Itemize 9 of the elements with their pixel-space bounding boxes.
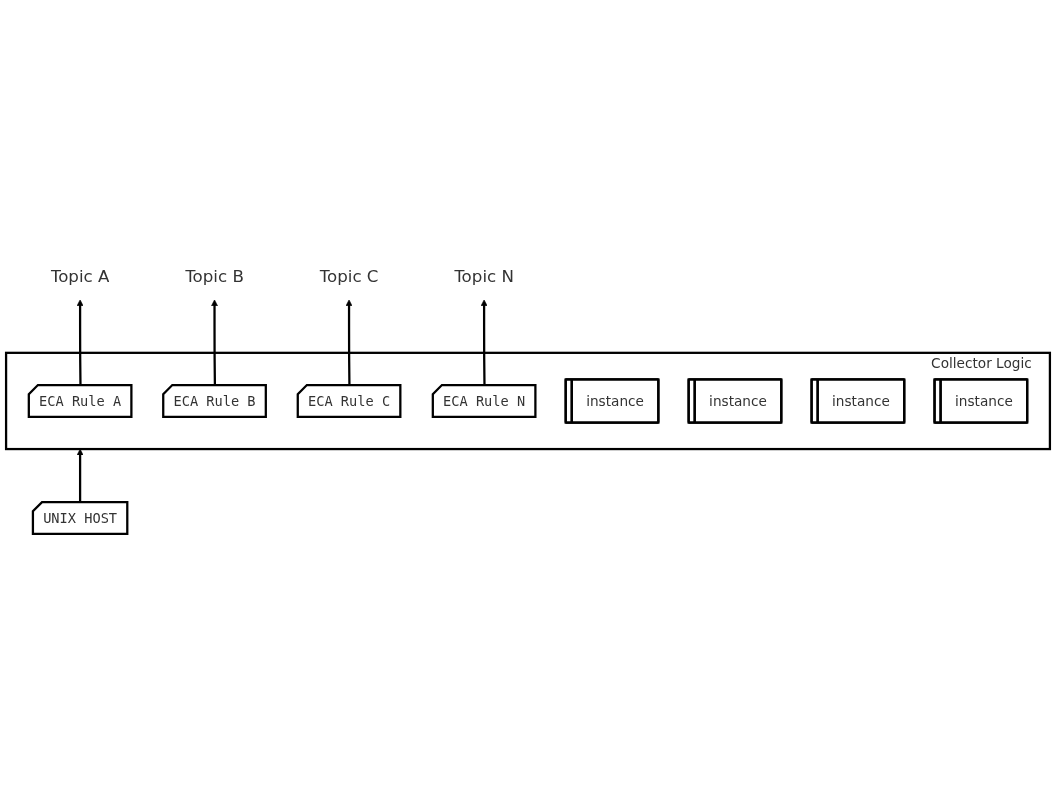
arrow bbox=[76, 299, 84, 385]
arrow bbox=[211, 299, 218, 385]
arrow bbox=[480, 299, 488, 385]
node-text: Topic B bbox=[185, 265, 244, 285]
node-text: Topic C bbox=[319, 265, 379, 285]
node-text: Topic N bbox=[454, 265, 514, 285]
node-text: Topic A bbox=[50, 265, 110, 285]
arrow bbox=[345, 299, 353, 385]
arrow bbox=[76, 448, 84, 502]
